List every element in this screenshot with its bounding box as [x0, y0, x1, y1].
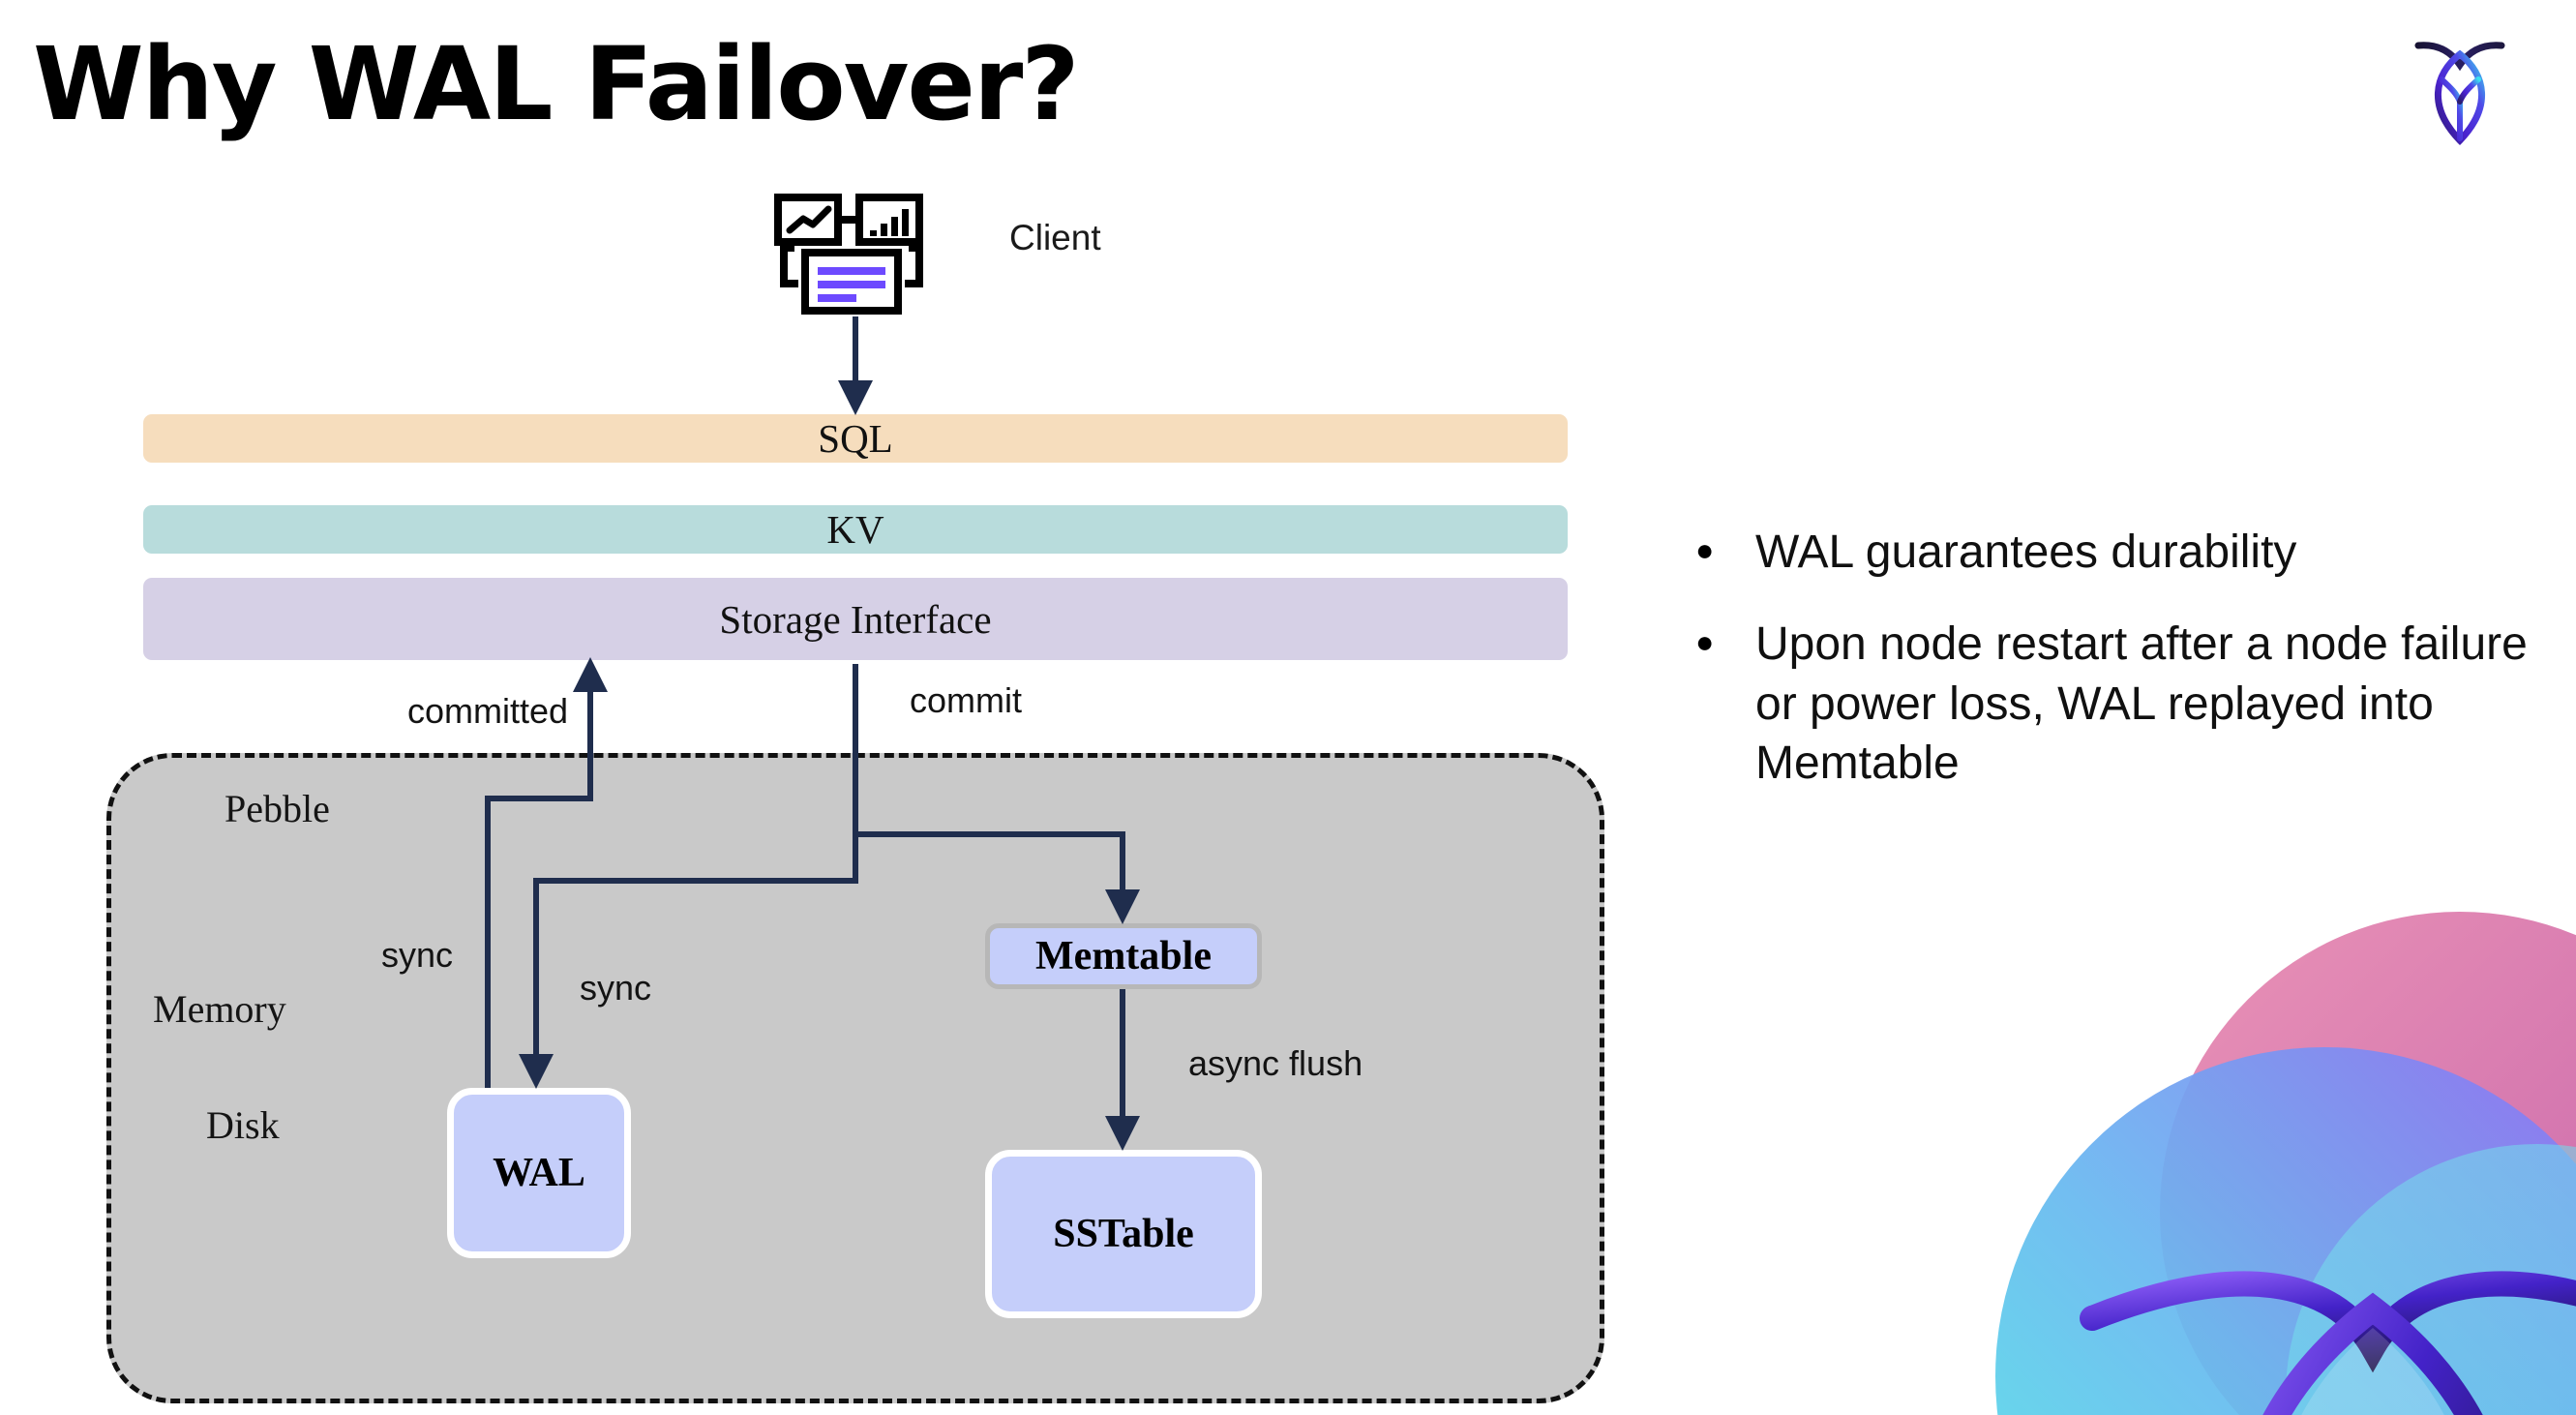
list-item: ● WAL guarantees durability [1695, 523, 2528, 582]
edge-label-async-flush: async flush [1188, 1043, 1363, 1083]
list-item: ● Upon node restart after a node failure… [1695, 615, 2528, 793]
pebble-label: Pebble [225, 787, 330, 830]
memory-label: Memory [153, 987, 286, 1031]
decorative-logo-artwork [1918, 892, 2576, 1415]
edge-label-sync-right: sync [580, 968, 652, 1008]
edge-label-sync-left: sync [381, 935, 454, 975]
layer-bar-storage: Storage Interface [143, 578, 1568, 660]
layer-label-storage: Storage Interface [719, 596, 992, 642]
node-label-sstable: SSTable [1053, 1212, 1194, 1256]
client-dashboard-icon [774, 194, 929, 319]
layer-label-kv: KV [826, 507, 884, 552]
pebble-container [106, 753, 1604, 1403]
bullet-text: WAL guarantees durability [1755, 527, 2297, 578]
layer-label-sql: SQL [818, 416, 893, 461]
node-label-memtable: Memtable [1035, 934, 1212, 978]
disk-label: Disk [206, 1103, 280, 1147]
node-memtable: Memtable [985, 923, 1262, 989]
edge-label-commit: commit [910, 680, 1022, 720]
bullet-marker-icon: ● [1695, 532, 1715, 567]
cockroachdb-logo-icon [2407, 24, 2513, 150]
page-title: Why WAL Failover? [33, 25, 1080, 143]
layer-bar-sql: SQL [143, 414, 1568, 463]
bullet-marker-icon: ● [1695, 624, 1715, 660]
node-sstable: SSTable [985, 1150, 1262, 1318]
client-label: Client [1009, 218, 1101, 257]
layer-bar-kv: KV [143, 505, 1568, 554]
bullet-text: Upon node restart after a node failure o… [1755, 618, 2528, 790]
bullet-list: ● WAL guarantees durability ● Upon node … [1695, 523, 2528, 827]
node-label-wal: WAL [493, 1151, 585, 1195]
edge-label-committed: committed [407, 691, 569, 731]
node-wal: WAL [447, 1088, 631, 1258]
